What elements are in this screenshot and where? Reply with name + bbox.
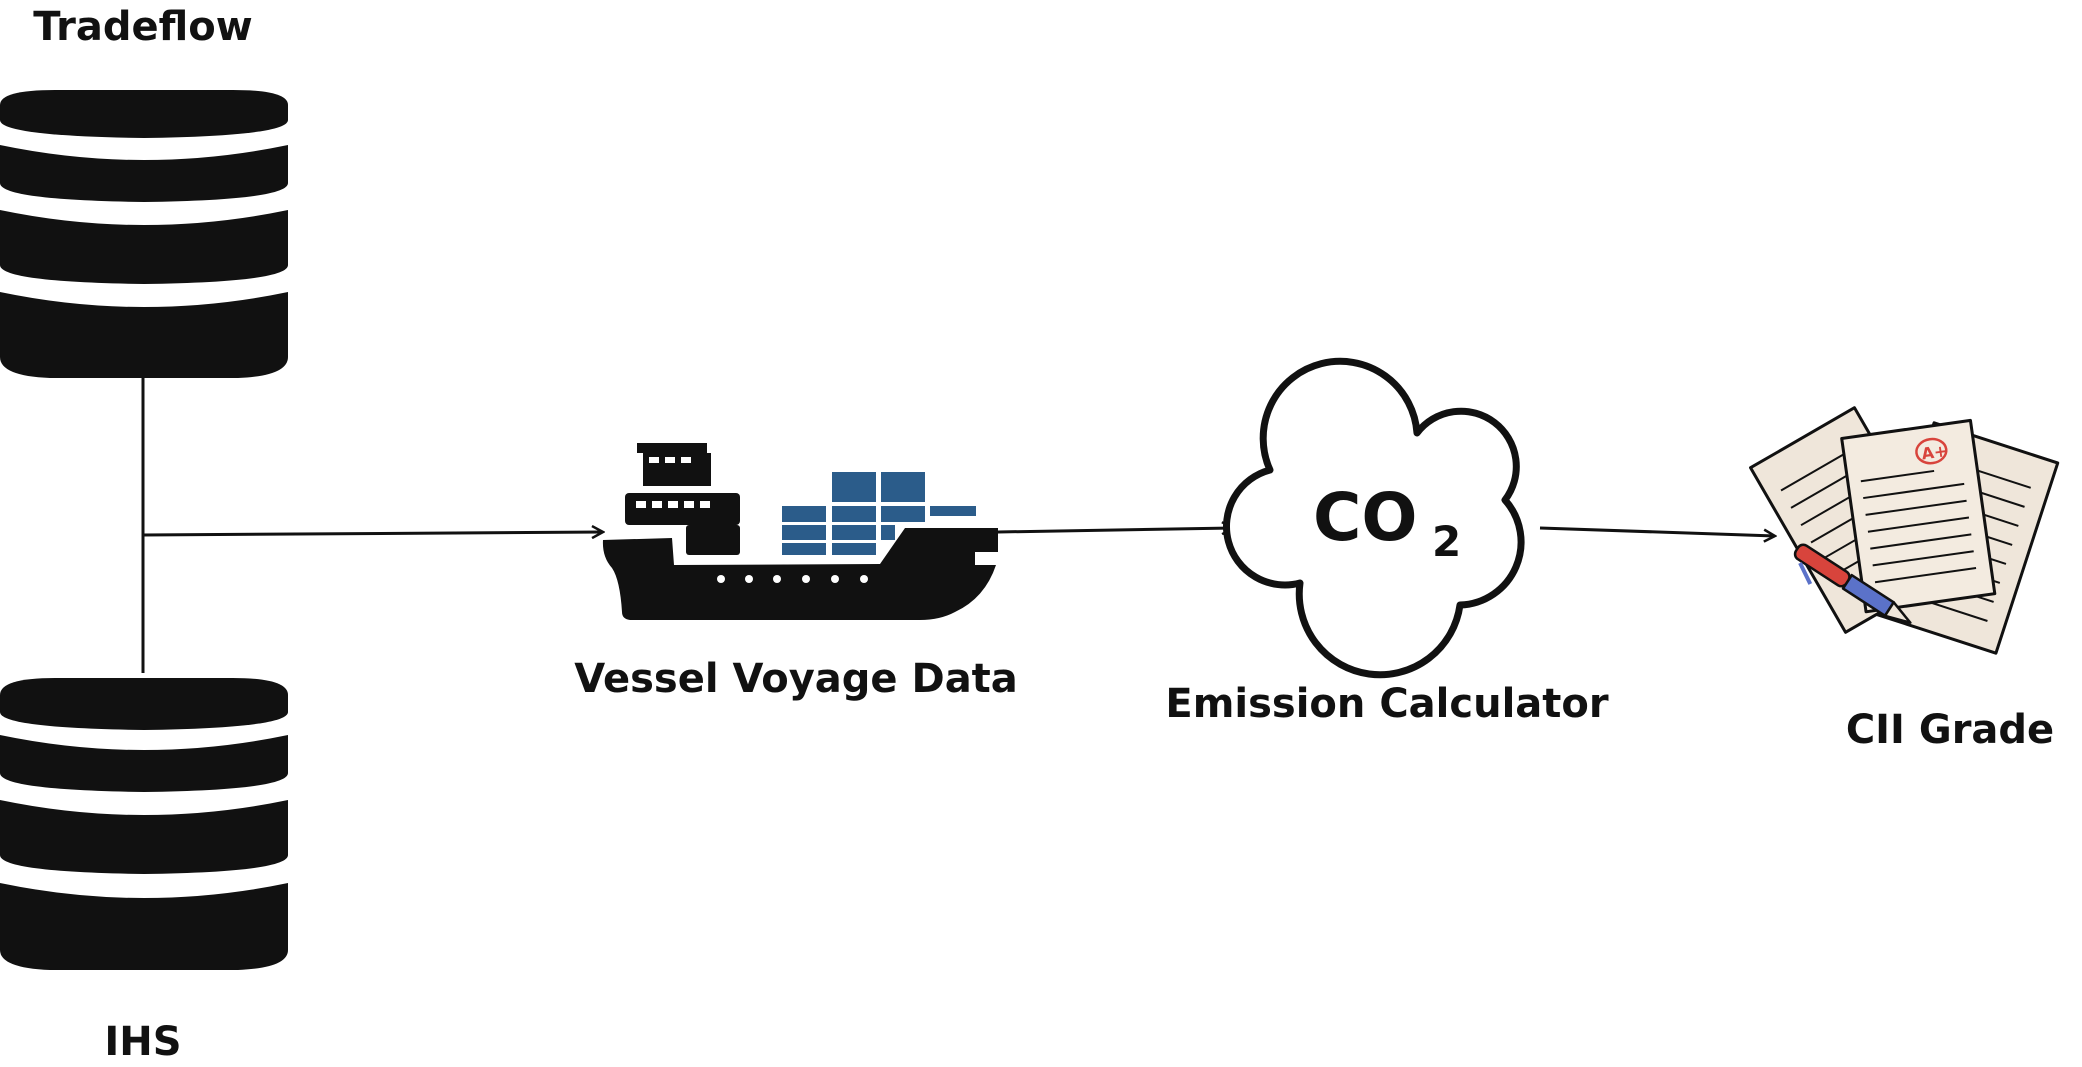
arrow-emission-to-cii xyxy=(1539,526,1775,536)
co2-text: CO xyxy=(1313,479,1418,556)
grade-mark: A+ xyxy=(1920,441,1948,463)
cii-grade-label: CII Grade xyxy=(1846,707,2054,753)
emission-calculator-label: Emission Calculator xyxy=(1165,681,1608,727)
container-ship-icon xyxy=(602,443,998,620)
tradeflow-label: Tradeflow xyxy=(33,4,252,50)
ihs-database-icon xyxy=(0,678,288,970)
arrow-databases-to-vessel xyxy=(142,532,603,535)
tradeflow-database-icon xyxy=(0,90,288,378)
graded-papers-icon: A+ xyxy=(1749,406,2060,655)
vessel-voyage-data-label: Vessel Voyage Data xyxy=(574,656,1018,702)
co2-subscript: 2 xyxy=(1432,517,1461,566)
arrow-vessel-to-emission xyxy=(997,528,1233,532)
ihs-label: IHS xyxy=(104,1019,181,1065)
co2-cloud-icon: CO 2 xyxy=(1223,357,1525,679)
